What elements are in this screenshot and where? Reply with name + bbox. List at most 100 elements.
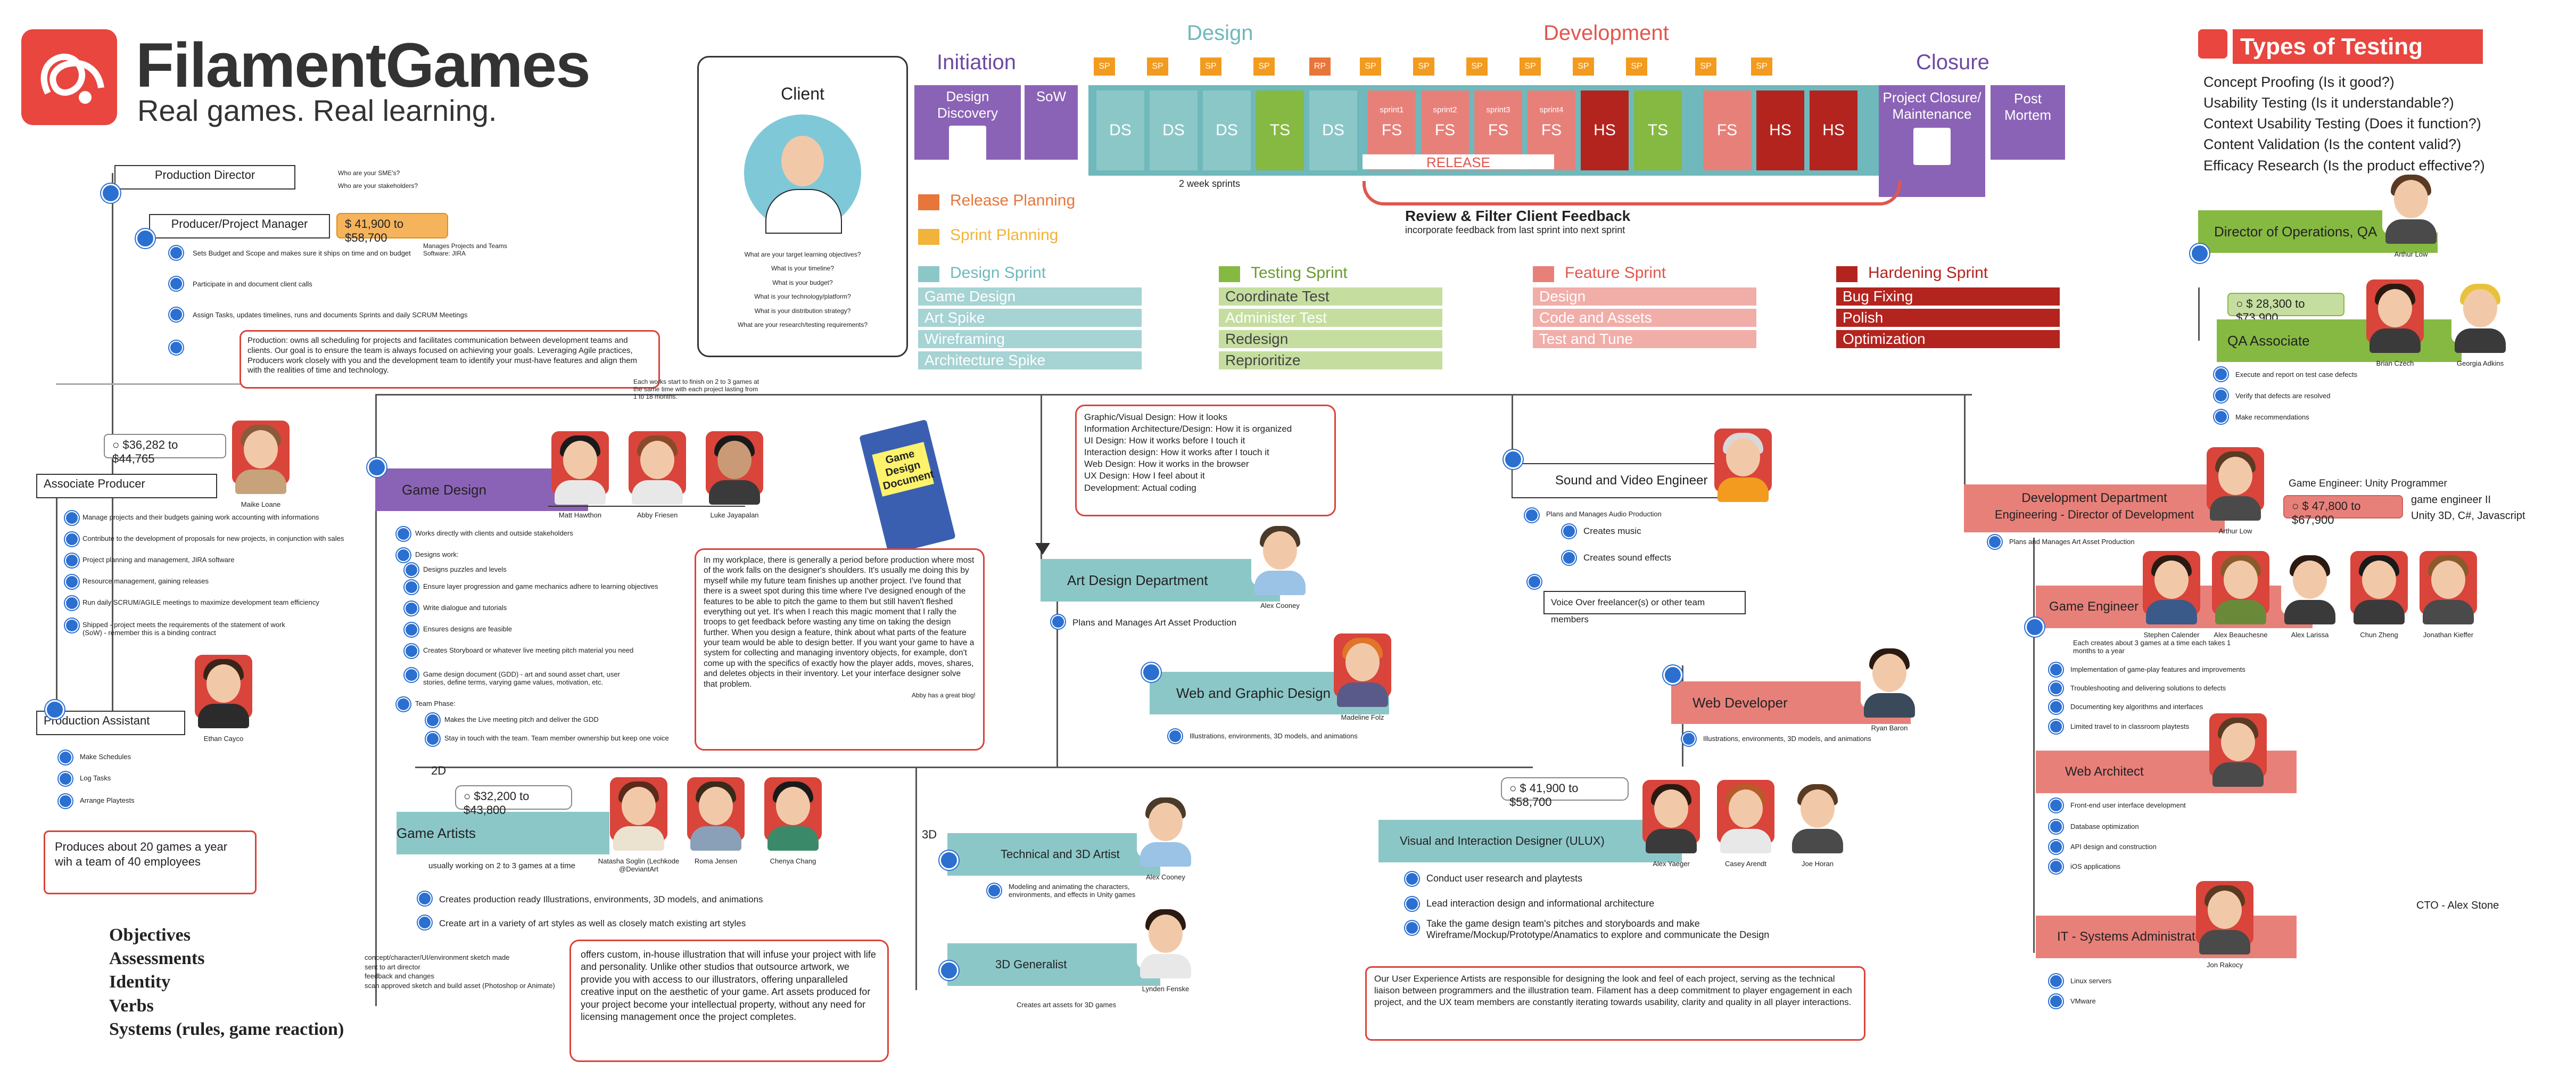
document-icon[interactable] <box>136 229 155 248</box>
document-icon[interactable] <box>2049 799 2063 812</box>
document-icon[interactable] <box>1525 508 1539 522</box>
document-icon[interactable] <box>1168 729 1182 743</box>
document-icon[interactable] <box>2214 389 2228 402</box>
tech-artist-bullet: Modeling and animating the characters, e… <box>1009 883 1136 899</box>
feedback-loop-arrow <box>1363 181 1901 205</box>
document-icon[interactable] <box>2049 663 2063 677</box>
pa-bullet: Log Tasks <box>80 774 111 782</box>
document-icon[interactable] <box>59 794 72 808</box>
post-mortem-box[interactable]: Post Mortem <box>1991 85 2065 160</box>
document-icon[interactable] <box>65 511 79 525</box>
document-icon[interactable] <box>1528 575 1541 589</box>
document-icon[interactable] <box>2049 860 2063 874</box>
sprint-block-hs[interactable]: HS <box>1581 90 1629 170</box>
sprint-block-ds[interactable]: DS <box>1203 90 1251 170</box>
document-icon[interactable] <box>987 884 1001 898</box>
document-icon[interactable] <box>169 341 183 355</box>
document-icon[interactable] <box>101 184 120 203</box>
document-icon[interactable] <box>169 277 183 291</box>
document-icon[interactable] <box>2049 994 2063 1008</box>
document-icon[interactable] <box>65 619 79 632</box>
document-icon[interactable] <box>426 713 440 727</box>
avatar: Georgia Adkins <box>2448 279 2512 367</box>
document-icon[interactable] <box>2049 820 2063 834</box>
sprint-number-label: sprint3 <box>1486 105 1510 114</box>
document-icon[interactable] <box>45 700 64 719</box>
document-icon[interactable] <box>2049 974 2063 988</box>
document-icon[interactable] <box>59 772 72 786</box>
sprint-block-hs[interactable]: HS <box>1756 90 1804 170</box>
document-icon[interactable] <box>65 575 79 589</box>
dev-dept-bullet: Plans and Manages Art Asset Production <box>2009 538 2135 546</box>
document-icon[interactable] <box>65 532 79 546</box>
document-icon[interactable] <box>939 961 959 980</box>
document-icon[interactable] <box>2214 410 2228 424</box>
art-design-bar[interactable]: Art Design Department <box>1041 559 1280 602</box>
document-icon[interactable] <box>397 548 410 562</box>
document-icon[interactable] <box>1405 921 1419 935</box>
studio-note: Produces about 20 games a year wih a tea… <box>44 830 257 894</box>
document-icon[interactable] <box>404 668 418 682</box>
document-icon[interactable] <box>1988 535 2002 549</box>
document-icon[interactable] <box>59 751 72 764</box>
game-artists-bar[interactable]: Game Artists <box>397 812 609 854</box>
avatar: Maike Loane <box>229 421 293 508</box>
document-icon[interactable] <box>2190 244 2209 263</box>
sprint-block-ds[interactable]: DS <box>1096 90 1144 170</box>
document-icon[interactable] <box>65 596 79 610</box>
document-icon[interactable] <box>404 623 418 637</box>
document-icon[interactable] <box>404 644 418 658</box>
tech-artist-bar[interactable]: Technical and 3D Artist <box>947 833 1160 876</box>
voice-over-box[interactable]: Voice Over freelancer(s) or other team m… <box>1543 591 1746 624</box>
testing-sprint-item: Reprioritize <box>1219 351 1442 369</box>
document-icon[interactable] <box>1504 450 1523 469</box>
document-icon[interactable] <box>2025 618 2044 637</box>
document-icon[interactable] <box>404 602 418 615</box>
document-icon[interactable] <box>418 892 432 906</box>
document-icon[interactable] <box>2214 367 2228 381</box>
document-icon[interactable] <box>1405 872 1419 886</box>
it-admin-bar[interactable]: IT - Systems Administrator <box>2036 916 2297 958</box>
document-icon[interactable] <box>1562 551 1576 565</box>
sprint-block-ts[interactable]: TS <box>1256 90 1304 170</box>
sprint-block-ds[interactable]: DS <box>1150 90 1198 170</box>
document-icon[interactable] <box>397 527 410 541</box>
document-icon[interactable] <box>1405 897 1419 911</box>
document-icon[interactable] <box>939 851 959 870</box>
document-icon[interactable] <box>65 554 79 567</box>
document-icon[interactable] <box>404 580 418 594</box>
document-icon[interactable] <box>1663 665 1682 685</box>
sprint-block-ts[interactable]: TS <box>1634 90 1682 170</box>
document-icon[interactable] <box>2049 681 2063 695</box>
associate-producer-box[interactable]: Associate Producer <box>36 474 217 498</box>
producer-box[interactable]: Producer/Project Manager <box>149 214 330 238</box>
sprint-block-fs[interactable]: FS <box>1703 90 1751 170</box>
sprint-block-ds[interactable]: DS <box>1309 90 1357 170</box>
generalist-bar[interactable]: 3D Generalist <box>947 943 1160 986</box>
document-icon[interactable] <box>397 697 410 711</box>
sprint-planning-marker: SP <box>1360 57 1381 76</box>
sow-box[interactable]: SoW <box>1025 85 1078 160</box>
document-icon[interactable] <box>2049 840 2063 854</box>
ap-bullet: Run daily SCRUM/AGILE meetings to maximi… <box>82 598 319 606</box>
document-icon[interactable] <box>1682 732 1696 746</box>
document-icon[interactable] <box>169 308 183 322</box>
document-icon[interactable] <box>404 563 418 577</box>
document-icon[interactable] <box>2049 720 2063 734</box>
design-discovery[interactable]: Design Discovery <box>914 85 1021 163</box>
document-icon[interactable] <box>1562 524 1576 538</box>
ux-bar[interactable]: Visual and Interaction Designer (ULUX) <box>1378 820 1682 862</box>
document-icon[interactable] <box>169 246 183 260</box>
sprint-planning-marker: SP <box>1751 57 1772 76</box>
document-icon[interactable] <box>1051 615 1065 629</box>
document-icon[interactable] <box>1142 663 1161 682</box>
document-icon[interactable] <box>426 732 440 746</box>
closure-box[interactable]: Project Closure/ Maintenance <box>1879 85 1985 197</box>
sprint-block-hs[interactable]: HS <box>1810 90 1857 170</box>
document-icon[interactable] <box>367 458 386 477</box>
document-icon[interactable] <box>2049 700 2063 714</box>
document-icon[interactable] <box>418 916 432 929</box>
sprint-number-label: sprint1 <box>1380 105 1404 114</box>
production-director-box[interactable]: Production Director <box>114 165 295 190</box>
